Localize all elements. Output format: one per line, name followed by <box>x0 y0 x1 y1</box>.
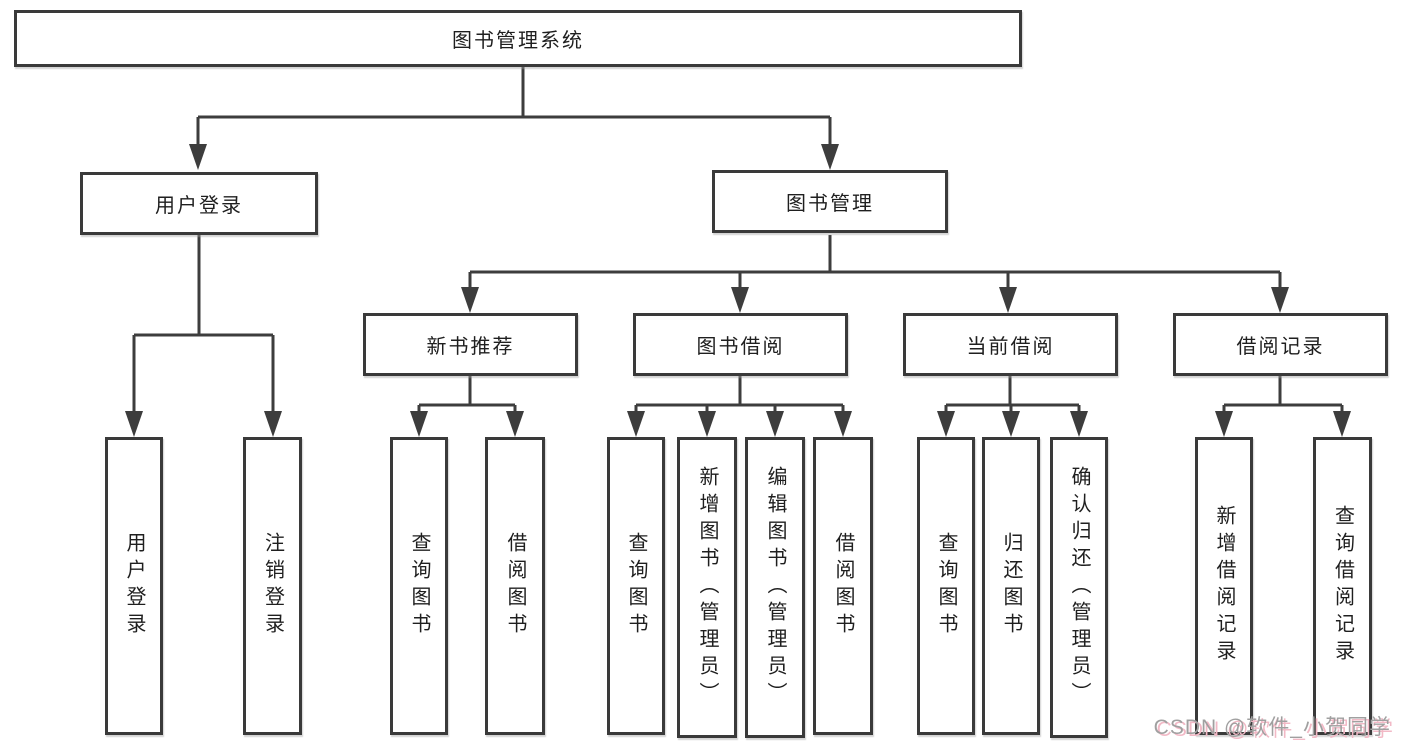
leaf-borrow-books-recommend: 借阅图书 <box>485 437 545 735</box>
leaf-edit-book-admin: 编辑图书（管理员） <box>745 437 805 738</box>
csdn-watermark: CSDN @软件_小贺同学 <box>1153 716 1391 739</box>
node-book-borrow: 图书借阅 <box>633 313 848 376</box>
leaf-add-borrow-record: 新增借阅记录 <box>1195 437 1253 735</box>
leaf-query-books-borrow: 查询图书 <box>607 437 665 735</box>
leaf-logout: 注销登录 <box>243 437 302 735</box>
leaf-confirm-return-admin: 确认归还（管理员） <box>1050 437 1108 738</box>
node-borrow-records: 借阅记录 <box>1173 313 1388 376</box>
leaf-query-books-recommend: 查询图书 <box>390 437 448 735</box>
leaf-query-borrow-record: 查询借阅记录 <box>1313 437 1372 735</box>
node-root: 图书管理系统 <box>14 10 1022 67</box>
leaf-borrow-books: 借阅图书 <box>813 437 873 735</box>
leaf-query-books-current: 查询图书 <box>917 437 975 735</box>
node-user-login: 用户登录 <box>80 172 318 235</box>
leaf-user-login: 用户登录 <box>105 437 163 735</box>
node-new-book-recommend: 新书推荐 <box>363 313 578 376</box>
leaf-add-book-admin: 新增图书（管理员） <box>677 437 737 738</box>
node-current-borrow: 当前借阅 <box>903 313 1118 376</box>
leaf-return-book: 归还图书 <box>982 437 1040 735</box>
node-book-management: 图书管理 <box>712 170 948 233</box>
